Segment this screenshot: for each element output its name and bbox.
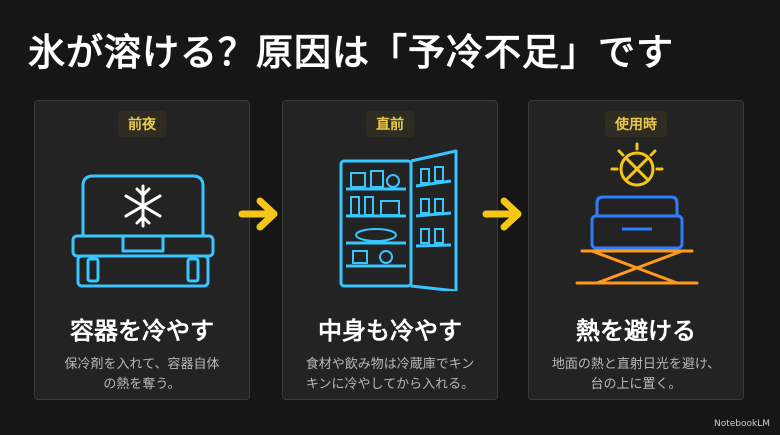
refrigerator-icon <box>339 149 458 291</box>
arrow-right-icon <box>238 197 278 231</box>
notebooklm-watermark: NotebookLM <box>713 419 770 429</box>
sun-warning-icon <box>610 142 664 187</box>
step-description: 地面の熱と直射日光を避け、 台の上に置く。 <box>551 357 721 392</box>
step-heading: 熱を避ける <box>576 317 696 345</box>
step-tag: 前夜 <box>118 111 166 137</box>
step-tag: 使用時 <box>605 111 667 137</box>
cooler-on-stand-sun-icon <box>575 142 699 285</box>
page-title: 氷が溶ける？原因は「予冷不足」です <box>28 31 674 74</box>
step-description: 食材や飲み物は冷蔵庫でキン キンに冷やしてから入れる。 <box>305 357 475 392</box>
arrow-right-icon <box>482 197 522 231</box>
step-heading: 容器を冷やす <box>70 317 214 345</box>
step-card-prepare-night: 前夜 容器を冷やす 保冷剤を入れて、容器自体 の熱を奪う。 <box>34 100 250 400</box>
cooler-snowflake-icon <box>71 174 215 288</box>
step-heading: 中身も冷やす <box>318 317 462 345</box>
step-card-just-before: 直前 中 <box>282 100 498 400</box>
step-description: 保冷剤を入れて、容器自体 の熱を奪う。 <box>64 357 220 392</box>
step-card-in-use: 使用時 熱を避ける 地面の熱と直射日光を避け、 台の上に置く。 <box>528 100 744 400</box>
step-tag: 直前 <box>366 111 414 137</box>
